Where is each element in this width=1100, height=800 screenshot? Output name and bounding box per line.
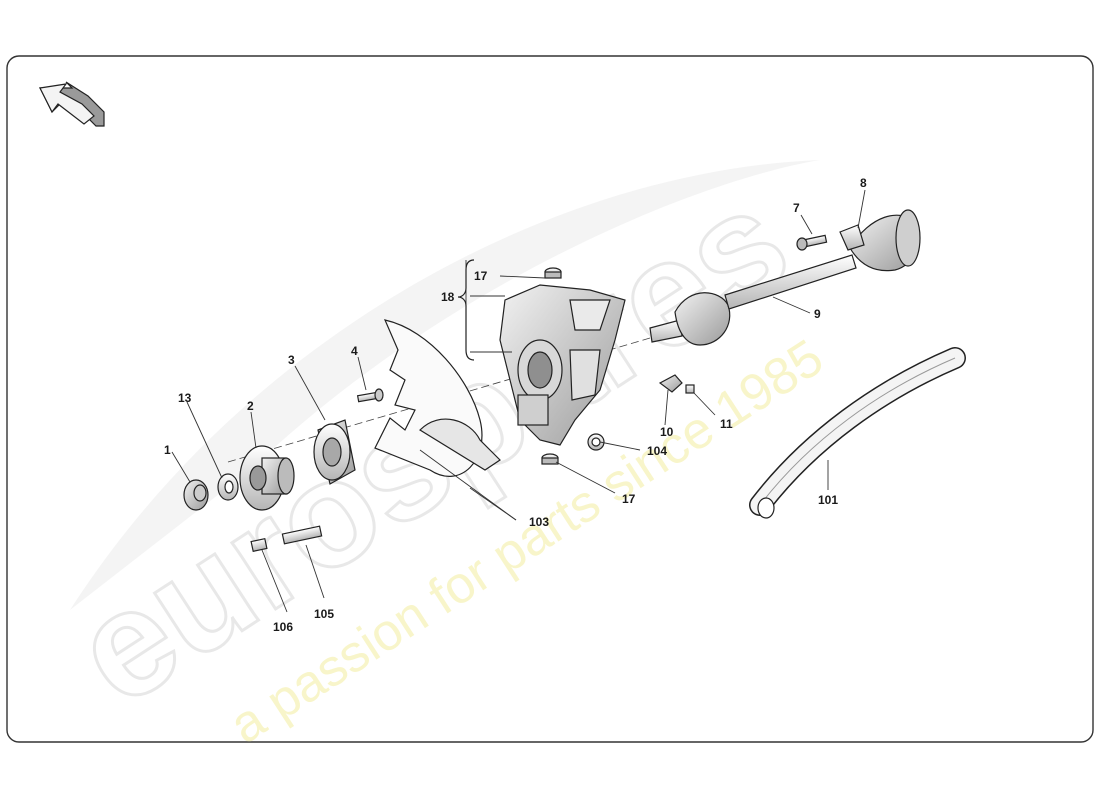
part-10-sensor-bracket — [658, 374, 683, 393]
part-4-bolt — [356, 388, 384, 403]
callout-3: 3 — [288, 353, 295, 367]
part-7-bolt — [796, 234, 828, 251]
callout-10: 10 — [660, 425, 674, 439]
part-13-washer — [217, 473, 239, 501]
callout-101: 101 — [818, 493, 838, 507]
callout-105: 105 — [314, 607, 334, 621]
callout-13: 13 — [178, 391, 192, 405]
part-103-brake-shield — [374, 319, 501, 477]
callout-4: 4 — [351, 344, 358, 358]
part-18-hub-carrier — [499, 284, 626, 446]
part-104-seal-ring — [587, 433, 605, 451]
callout-17-upper: 17 — [474, 269, 488, 283]
part-106-sleeve — [250, 537, 268, 553]
leader-lines — [171, 189, 866, 613]
callout-18: 18 — [441, 290, 455, 304]
part-3-wheel-bearing — [313, 419, 356, 485]
part-17-lower-bushing — [541, 453, 559, 465]
part-105-pin — [281, 525, 323, 545]
callout-103: 103 — [529, 515, 549, 529]
callout-106: 106 — [273, 620, 293, 634]
callout-9: 9 — [814, 307, 821, 321]
back-arrow-icon[interactable] — [39, 81, 105, 127]
callout-11: 11 — [720, 417, 733, 431]
part-17-upper-bushing — [544, 267, 562, 279]
part-101-hose — [749, 347, 966, 519]
callout-2: 2 — [247, 399, 254, 413]
part-1-hub-nut — [183, 479, 209, 511]
part-2-wheel-hub — [239, 445, 295, 511]
callout-labels: 1 13 2 3 4 17 18 103 17 104 10 11 9 7 8 … — [164, 176, 867, 634]
part-8-clamp — [839, 224, 865, 251]
part-11-screw — [685, 384, 695, 394]
callout-7: 7 — [793, 201, 800, 215]
part-9-drive-shaft — [649, 209, 921, 346]
callout-1: 1 — [164, 443, 171, 457]
callout-17-lower: 17 — [622, 492, 636, 506]
callout-8: 8 — [860, 176, 867, 190]
callout-104: 104 — [647, 444, 667, 458]
